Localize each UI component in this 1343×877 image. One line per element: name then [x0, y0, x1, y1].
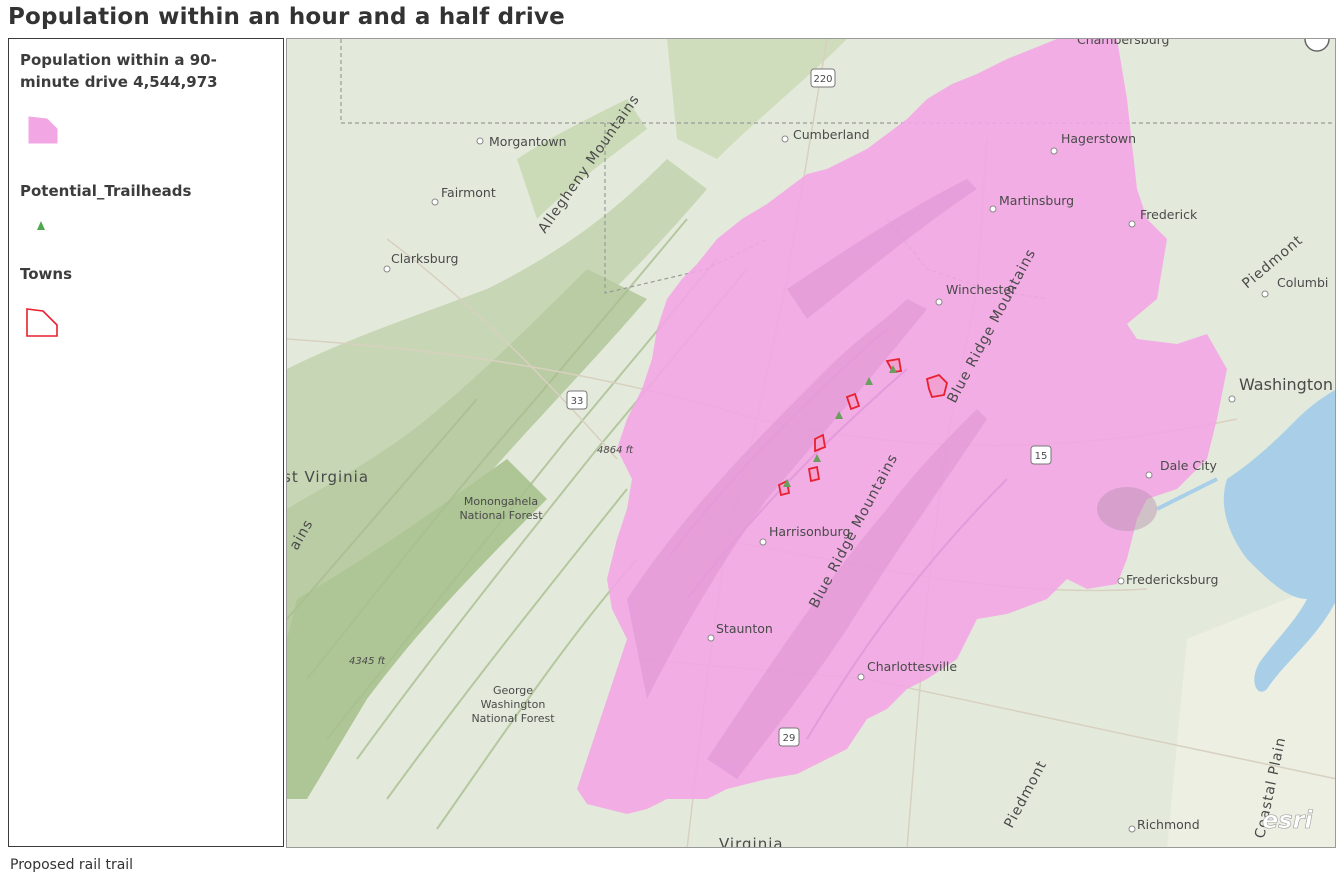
map-canvas[interactable]: Chambersburg Morgantown Cumberland Hager… — [287, 39, 1336, 848]
shield-220: 220 — [813, 74, 832, 85]
city-winchester: Winchester — [946, 282, 1017, 297]
service-area-polygon — [577, 39, 1227, 814]
page-title: Population within an hour and a half dri… — [8, 4, 565, 30]
city-columbia: Columbi — [1277, 275, 1328, 290]
legend-population-line2: minute drive 4,544,973 — [20, 73, 218, 91]
compass-icon[interactable] — [1304, 39, 1330, 52]
legend-towns-label: Towns — [20, 265, 73, 283]
shield-33: 33 — [571, 396, 584, 407]
city-frederick: Frederick — [1140, 207, 1198, 222]
city-richmond: Richmond — [1137, 817, 1200, 832]
city-cumberland: Cumberland — [793, 127, 870, 142]
city-staunton: Staunton — [716, 621, 773, 636]
map-legend: Population within a 90- minute drive 4,5… — [8, 38, 284, 847]
trailhead-markers — [783, 365, 897, 487]
elevation-label-2: 4345 ft — [349, 656, 386, 667]
shield-29: 29 — [783, 733, 796, 744]
city-morgantown: Morgantown — [489, 134, 567, 149]
city-washington: Washington — [1239, 375, 1333, 394]
legend-population-label: Population within a 90- minute drive 4,5… — [20, 49, 218, 93]
city-fairmont: Fairmont — [441, 185, 496, 200]
route-shields: 220 33 15 29 — [566, 68, 1052, 747]
forest-gw-3: National Forest — [471, 712, 555, 725]
elevation-label-1: 4864 ft — [597, 445, 634, 456]
city-chambersburg: Chambersburg — [1077, 39, 1169, 47]
forest-monongahela-1: Monongahela — [464, 495, 538, 508]
legend-towns-swatch — [26, 308, 58, 337]
map-caption: Proposed rail trail — [10, 857, 134, 873]
legend-population-swatch — [28, 116, 58, 144]
map-view[interactable]: Chambersburg Morgantown Cumberland Hager… — [286, 38, 1336, 848]
legend-trailheads-label: Potential_Trailheads — [20, 182, 192, 200]
region-west-virginia: st Virginia — [287, 468, 369, 486]
legend-trailhead-icon — [37, 221, 45, 230]
forest-gw-2: Washington — [481, 698, 546, 711]
forest-monongahela-2: National Forest — [459, 509, 543, 522]
city-fredericksburg: Fredericksburg — [1126, 572, 1218, 587]
shield-15: 15 — [1035, 451, 1048, 462]
forest-gw-1: George — [493, 684, 533, 697]
town-polygons — [777, 357, 948, 497]
city-dale-city: Dale City — [1160, 458, 1218, 473]
legend-population-line1: Population within a 90- — [20, 51, 217, 69]
city-martinsburg: Martinsburg — [999, 193, 1074, 208]
region-virginia: Virginia — [719, 835, 784, 848]
city-harrisonburg: Harrisonburg — [769, 524, 850, 539]
city-hagerstown: Hagerstown — [1061, 131, 1136, 146]
city-clarksburg: Clarksburg — [391, 251, 458, 266]
city-charlottesville: Charlottesville — [867, 659, 957, 674]
esri-logo: esri — [1262, 806, 1313, 834]
